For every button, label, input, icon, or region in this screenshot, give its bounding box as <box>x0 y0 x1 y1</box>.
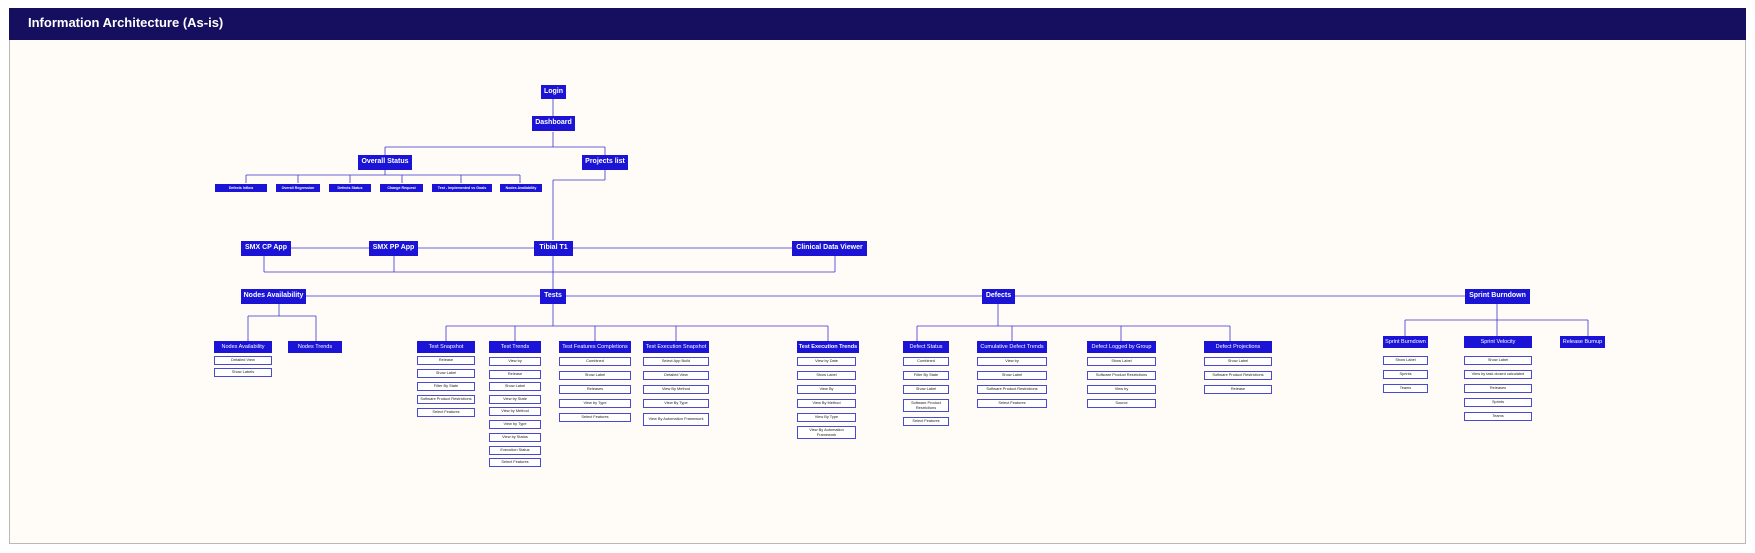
leaf-item: View by Date <box>797 357 856 366</box>
leaf-item: Show Label <box>977 371 1047 380</box>
leaf-item: Select Features <box>489 458 541 467</box>
defect-status-node: Defect Status <box>903 341 949 353</box>
leaf-item: Show Label <box>559 371 631 380</box>
leaf-item: Select Features <box>559 413 631 422</box>
leaf-item: Software Product Restrictions <box>417 395 475 404</box>
diagram-canvas <box>9 8 1746 544</box>
leaf-item: Show Label <box>1204 357 1272 366</box>
tibial-t1-node: Tibial T1 <box>534 241 573 256</box>
clinical-data-viewer-node: Clinical Data Viewer <box>792 241 867 256</box>
leaf-item: View By Automation Framework <box>797 426 856 439</box>
leaf-item: View by Type <box>559 399 631 408</box>
defect-logged-by-group-node: Defect Logged by Group <box>1087 341 1156 353</box>
leaf-item: Software Product Restrictions <box>977 385 1047 394</box>
leaf-item: Execution Status <box>489 446 541 455</box>
test-trends-node: Test Trends <box>489 341 541 353</box>
leaf-item: Select App Build <box>643 357 709 366</box>
login-node: Login <box>541 85 566 99</box>
leaf-item: Software Product Restrictions <box>1087 371 1156 380</box>
status-item-change-request: Change Request <box>380 184 423 192</box>
sprint-burndown-node: Sprint Burndown <box>1383 336 1428 348</box>
nodes-trends-node: Nodes Trends <box>288 341 342 353</box>
leaf-item: View By Method <box>643 385 709 394</box>
leaf-item: Release <box>1204 385 1272 394</box>
defects-section: Defects <box>982 289 1015 304</box>
leaf-item: View By Type <box>797 413 856 422</box>
test-features-completions-node: Test Features Completions <box>559 341 631 353</box>
leaf-item: Show Label <box>1464 356 1532 365</box>
page-title: Information Architecture (As-is) <box>28 15 224 30</box>
leaf-item: Filter By State <box>903 371 949 380</box>
leaf-item: View By Type <box>643 399 709 408</box>
test-execution-snapshot-node: Test Execution Snapshot <box>643 341 709 353</box>
leaf-item: View by Method <box>489 407 541 416</box>
cumulative-defect-trends-node: Cumulative Defect Trends <box>977 341 1047 353</box>
leaf-item: View by <box>489 357 541 366</box>
leaf-item: Teams <box>1383 384 1428 393</box>
leaf-item: Select Features <box>417 408 475 417</box>
status-item-defects-status: Defects Status <box>329 184 371 192</box>
leaf-item: Detailed View <box>214 356 272 365</box>
leaf-item: Show Label <box>797 371 856 380</box>
overall-status-node: Overall Status <box>358 155 412 170</box>
sprint-velocity-node: Sprint Velocity <box>1464 336 1532 348</box>
leaf-item: View By <box>797 385 856 394</box>
leaf-item: Detailed View <box>643 371 709 380</box>
smx-pp-app-node: SMX PP App <box>369 241 418 256</box>
leaf-item: View by <box>1087 385 1156 394</box>
test-snapshot-node: Test Snapshot <box>417 341 475 353</box>
leaf-item: Show Labels <box>214 368 272 377</box>
leaf-item: View by Type <box>489 420 541 429</box>
leaf-item: Show Label <box>1383 356 1428 365</box>
leaf-item: Combined <box>903 357 949 366</box>
release-burnup-node: Release Burnup <box>1560 336 1605 348</box>
leaf-item: Releases <box>1464 384 1532 393</box>
leaf-item: Show Label <box>489 382 541 391</box>
leaf-item: Select Features <box>977 399 1047 408</box>
leaf-item: Source <box>1087 399 1156 408</box>
projects-list-node: Projects list <box>582 155 628 170</box>
leaf-item: Sprints <box>1383 370 1428 379</box>
test-execution-trends-node: Test Execution Trends <box>797 341 859 353</box>
leaf-item: View by task closed calculated <box>1464 370 1532 379</box>
status-item-test-implemented: Test - Implemented vs Goals <box>432 184 492 192</box>
leaf-item: Select Features <box>903 417 949 426</box>
leaf-item: View by State <box>489 395 541 404</box>
nodes-availability-node: Nodes Availability <box>214 341 272 353</box>
dashboard-node: Dashboard <box>532 116 575 131</box>
nodes-availability-section: Nodes Availability <box>241 289 306 304</box>
status-item-defects-inflow: Defects Inflow <box>215 184 267 192</box>
leaf-item: Show Label <box>903 385 949 394</box>
page-header: Information Architecture (As-is) <box>9 8 1746 40</box>
tests-section: Tests <box>540 289 566 304</box>
leaf-item: View by Status <box>489 433 541 442</box>
leaf-item: Teams <box>1464 412 1532 421</box>
leaf-item: Release <box>489 370 541 379</box>
leaf-item: View by <box>977 357 1047 366</box>
leaf-item: Sprints <box>1464 398 1532 407</box>
leaf-item: Releases <box>559 385 631 394</box>
leaf-item: Combined <box>559 357 631 366</box>
leaf-item: Filter By State <box>417 382 475 391</box>
smx-cp-app-node: SMX CP App <box>241 241 291 256</box>
leaf-item: View By Automation Framework <box>643 413 709 426</box>
leaf-item: View By Method <box>797 399 856 408</box>
leaf-item: Software Product Restrictions <box>1204 371 1272 380</box>
status-item-overall-regression: Overall Regression <box>276 184 320 192</box>
leaf-item: Software Product Restrictions <box>903 399 949 412</box>
sprint-burndown-section: Sprint Burndown <box>1465 289 1530 304</box>
status-item-nodes-availability: Nodes Availability <box>500 184 542 192</box>
leaf-item: Show Label <box>417 369 475 378</box>
leaf-item: Show Label <box>1087 357 1156 366</box>
defect-projections-node: Defect Projections <box>1204 341 1272 353</box>
leaf-item: Release <box>417 356 475 365</box>
